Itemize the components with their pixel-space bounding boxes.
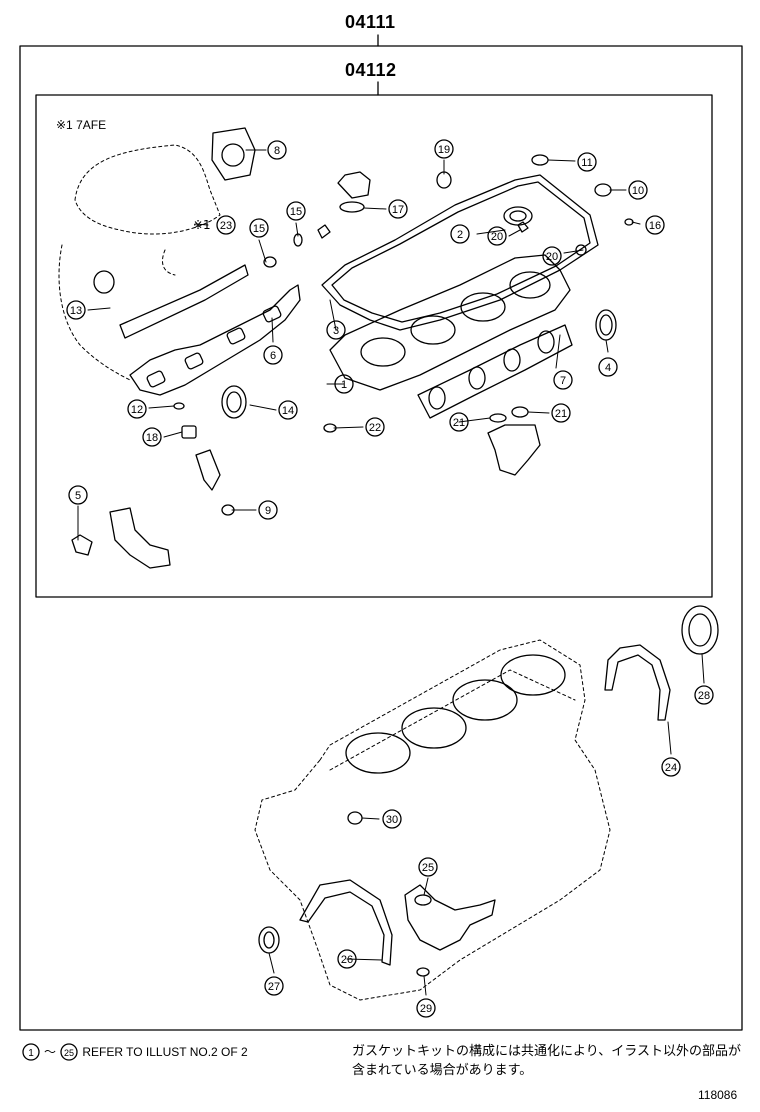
callout-labels: 1 2 3 4 5 6 7 8 9 10 11 12 13 14 15 15 1… [70, 144, 710, 1015]
range-start: 1 [28, 1048, 34, 1059]
subkit-frame [35, 81, 713, 598]
callout-7: 7 [560, 375, 566, 387]
exhaust-pipe-gasket [487, 424, 541, 476]
callout-17: 17 [392, 204, 404, 216]
intake-manifold-gasket [129, 284, 301, 396]
callout-20a: 20 [491, 231, 503, 243]
callout-28: 28 [698, 690, 710, 702]
subkit-part-number: 04112 [345, 60, 397, 80]
water-hose-gasket [71, 507, 171, 569]
callout-circles [66, 139, 714, 1018]
callout-24: 24 [665, 762, 677, 774]
ring-gasket-4 [595, 309, 617, 341]
reference-text: REFER TO ILLUST NO.2 OF 2 [82, 1045, 248, 1059]
footer-reference: 1 〜 25 REFER TO ILLUST NO.2 OF 2 [23, 1043, 248, 1060]
engine-note: ※1 7AFE [56, 118, 107, 132]
oil-filler-cap [337, 171, 371, 213]
kit-frame [19, 34, 743, 1031]
callout-25: 25 [422, 862, 434, 874]
callout-4: 4 [605, 362, 611, 374]
footer-range-circles [22, 1043, 78, 1061]
head-cover-gasket [321, 174, 599, 331]
exhaust-manifold-gasket [417, 324, 573, 419]
illustration-id: 118086 [698, 1088, 738, 1102]
engine-ghost-outline [58, 144, 221, 381]
callout-2: 2 [457, 229, 463, 241]
japanese-note: ガスケットキットの構成には共通化により、イラスト以外の部品が含まれている場合があ… [352, 1043, 741, 1077]
note-mark-23: ※1 [193, 218, 211, 232]
callout-23: 23 [220, 220, 232, 232]
callout-16: 16 [649, 220, 661, 232]
timing-cover-gasket [604, 644, 671, 721]
callout-11: 11 [581, 157, 592, 169]
oil-seal-14 [221, 385, 247, 419]
intake-gasket-strip [119, 264, 249, 339]
callout-18: 18 [146, 432, 158, 444]
cylinder-bores [345, 654, 566, 774]
callout-3: 3 [333, 325, 339, 337]
throttle-body-gasket [211, 127, 256, 181]
callout-6: 6 [270, 350, 276, 362]
callout-30: 30 [386, 814, 398, 826]
crank-oil-seal [681, 605, 719, 655]
callout-1: 1 [341, 379, 347, 391]
callout-26: 26 [341, 954, 353, 966]
callout-20b: 20 [546, 251, 558, 263]
oil-pump-gasket [404, 884, 496, 951]
callout-21b: 21 [555, 408, 567, 420]
callout-12: 12 [131, 404, 143, 416]
callout-9: 9 [265, 505, 271, 517]
callout-27: 27 [268, 981, 280, 993]
rear-seal-retainer-gasket [299, 879, 393, 966]
callout-5: 5 [75, 490, 81, 502]
callout-19: 19 [438, 144, 450, 156]
kit-part-number: 04111 [345, 12, 396, 32]
callout-29: 29 [420, 1003, 432, 1015]
callout-21a: 21 [453, 417, 465, 429]
callout-leaders [77, 149, 705, 996]
callout-14: 14 [282, 405, 294, 417]
callout-15a: 15 [253, 223, 265, 235]
callout-8: 8 [274, 145, 280, 157]
lower-seals [258, 811, 432, 977]
callout-22: 22 [369, 422, 381, 434]
callout-13: 13 [70, 305, 82, 317]
range-sep: 〜 [43, 1045, 56, 1059]
range-end: 25 [63, 1048, 74, 1058]
cylinder-head-gasket [329, 254, 571, 391]
callout-10: 10 [632, 185, 644, 197]
callout-15b: 15 [290, 206, 302, 218]
svg-text:※1: ※1 [193, 218, 211, 232]
